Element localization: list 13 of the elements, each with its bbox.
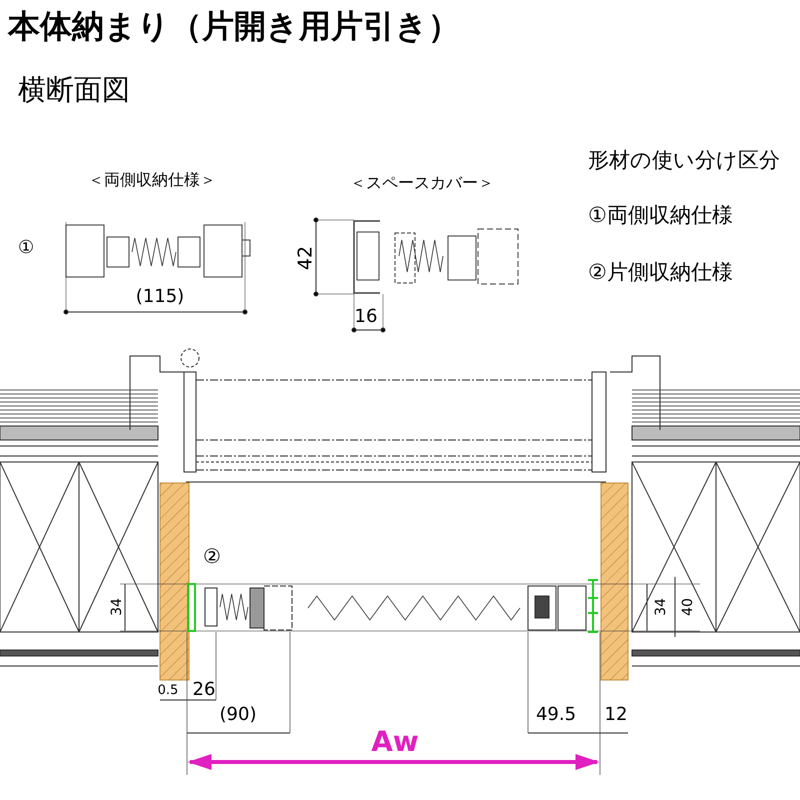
page-title: 本体納まり（片開き用片引き）: [8, 6, 460, 47]
legend-item: ①両側収納仕様: [588, 205, 733, 226]
view-title: 横断面図: [18, 76, 130, 104]
dimension-label: 26: [192, 681, 216, 699]
legend-heading: 形材の使い分け区分: [588, 150, 780, 171]
dimension-label: 34: [110, 598, 124, 616]
dimension-label: 40: [681, 598, 695, 616]
legend-item: ②片側収納仕様: [588, 262, 733, 283]
callout-number: ②: [203, 546, 221, 566]
dimension-label: (90): [220, 706, 256, 724]
dimension-label: 0.5: [158, 684, 178, 697]
dimension-label: (115): [136, 288, 184, 306]
dimension-label: 34: [654, 598, 668, 616]
